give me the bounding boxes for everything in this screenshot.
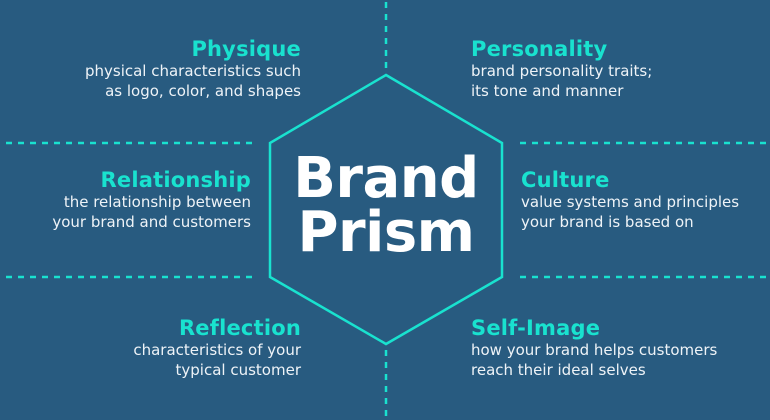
title-line-1: Brand — [293, 146, 479, 211]
section-physique: Physique physical characteristics such a… — [1, 37, 301, 101]
section-desc-line: characteristics of your — [133, 341, 301, 359]
section-desc-line: brand personality traits; — [471, 62, 653, 80]
section-relationship: Relationship the relationship between yo… — [0, 168, 251, 232]
section-desc-line: value systems and principles — [521, 193, 740, 211]
section-culture: Culture value systems and principles you… — [521, 168, 770, 232]
section-title: Personality — [471, 37, 608, 61]
section-reflection: Reflection characteristics of your typic… — [1, 316, 301, 380]
section-desc-line: your brand and customers — [52, 213, 251, 231]
section-desc-line: reach their ideal selves — [471, 361, 646, 379]
section-title: Culture — [521, 168, 610, 192]
section-title: Reflection — [178, 316, 301, 340]
title-line-2: Prism — [297, 200, 475, 265]
hexagon-outline — [268, 73, 504, 346]
section-title: Self-Image — [471, 316, 601, 340]
brand-prism-title: Brand Prism — [286, 146, 486, 265]
section-desc-line: your brand is based on — [521, 213, 694, 231]
section-desc-line: how your brand helps customers — [471, 341, 718, 359]
section-desc-line: its tone and manner — [471, 82, 624, 100]
section-desc-line: as logo, color, and shapes — [105, 82, 301, 100]
section-title: Physique — [191, 37, 301, 61]
section-personality: Personality brand personality traits; it… — [471, 37, 770, 101]
section-title: Relationship — [100, 168, 251, 192]
section-desc-line: the relationship between — [63, 193, 251, 211]
section-desc-line: physical characteristics such — [84, 62, 301, 80]
section-self-image: Self-Image how your brand helps customer… — [471, 316, 770, 380]
section-desc-line: typical customer — [175, 361, 301, 379]
